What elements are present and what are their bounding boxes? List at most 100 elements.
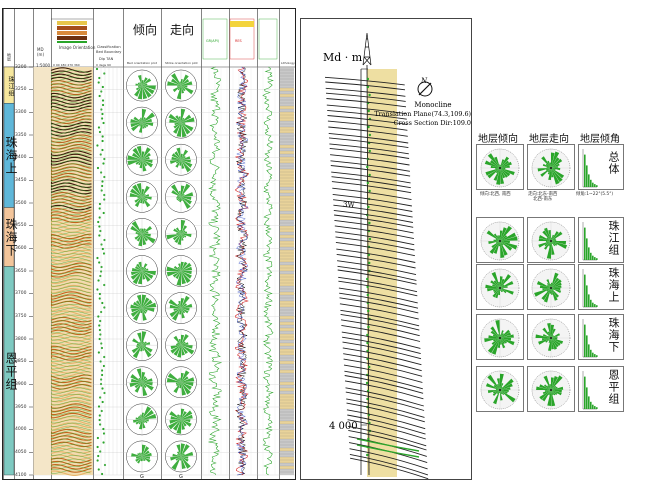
rose-petal (173, 335, 181, 346)
compass-needle (418, 82, 432, 96)
rose-petal (500, 159, 505, 168)
rose-petal (181, 271, 192, 275)
rose-petal (490, 160, 500, 168)
rose-petal (134, 233, 142, 240)
lithology-band (280, 442, 294, 445)
bedding-line (333, 199, 413, 212)
dip-tadpole (99, 333, 102, 336)
rose-petal (130, 374, 142, 383)
rose-petal (166, 271, 181, 277)
lithology-band (280, 247, 294, 250)
rose-petal (139, 159, 142, 169)
bedding-line (340, 313, 420, 331)
rose-petal (133, 116, 142, 123)
rose-petal (551, 277, 560, 288)
rose-petal (500, 330, 504, 338)
rose-petal (181, 85, 188, 88)
rose-petal (551, 333, 560, 338)
lithology-band (280, 397, 294, 400)
rose-petal (132, 184, 142, 197)
image-sinusoid (50, 470, 92, 476)
bed-boundary-trace (51, 444, 91, 449)
rose-petal (142, 413, 157, 420)
dip-tadpole (99, 229, 102, 233)
lithology-band (280, 427, 294, 430)
rose-petal (551, 163, 560, 168)
dip-tadpole (101, 99, 105, 102)
image-sinusoid (50, 438, 92, 444)
lithology-band (280, 274, 294, 277)
rose-petal (136, 183, 142, 197)
bed-boundary-trace (51, 311, 91, 316)
lithology-band (280, 211, 294, 214)
rose-petal (142, 308, 147, 314)
lithology-band (280, 328, 294, 331)
lithology-band (280, 322, 294, 325)
rose-petal (496, 390, 500, 394)
bed-boundary-trace (51, 235, 91, 240)
rose-petal (181, 303, 193, 309)
rose-petal (551, 375, 563, 390)
bedding-line (345, 387, 424, 407)
bedding-line (331, 181, 412, 194)
image-sinusoid (50, 192, 92, 198)
rose-petal (175, 115, 181, 123)
rose-petal (181, 149, 189, 160)
rose-petal (142, 226, 152, 234)
bed-boundary-trace (51, 321, 91, 327)
rose-petal (551, 279, 562, 288)
dip-rose-cell (476, 366, 524, 412)
lithology-band (280, 400, 294, 403)
bed-boundary-trace (51, 379, 91, 384)
rose-petal (181, 456, 186, 469)
bed-boundary-trace (51, 163, 91, 168)
bed-boundary-trace (51, 174, 91, 179)
bed-boundary-trace (51, 451, 91, 456)
rose-petal (488, 241, 500, 244)
rose-petal (134, 382, 142, 393)
bed-boundary-trace (51, 383, 91, 388)
rose-petal (181, 419, 186, 430)
image-sinusoid (50, 387, 92, 393)
rose-petal (551, 151, 560, 168)
lithology-band (280, 391, 294, 394)
dip-rose-diagram (480, 148, 520, 188)
dip-tadpole (102, 432, 106, 435)
rose-petal (178, 190, 181, 197)
depth-label: 3500 (15, 200, 27, 206)
rose-petal (492, 284, 500, 288)
rose-petal (487, 288, 500, 292)
dip-tadpole (98, 76, 101, 80)
rose-petal (551, 338, 559, 348)
bed-boundary-trace (51, 390, 91, 395)
image-sinusoid (50, 416, 92, 422)
lithology-band (280, 208, 294, 211)
bedding-line (347, 419, 426, 440)
rose-petal (546, 241, 551, 259)
rose-petal (536, 281, 551, 288)
rose-petal (173, 265, 181, 271)
image-legend-swatch (57, 36, 87, 40)
rose-petal (169, 308, 181, 318)
lithology-band (280, 472, 294, 475)
rose-center (499, 337, 501, 339)
rose-petal (546, 288, 551, 292)
rose-petal (544, 227, 551, 241)
rose-petal (493, 241, 500, 254)
rose-petal (551, 338, 558, 340)
rose-petal (136, 368, 142, 383)
rose-petal (142, 228, 144, 234)
rose-petal (177, 378, 181, 383)
rose-petal (142, 189, 145, 197)
bed-boundary-trace (51, 267, 91, 273)
rose-petal (176, 196, 181, 199)
rose-petal (135, 456, 142, 462)
dip-tadpole (97, 279, 100, 282)
bedding-line (343, 364, 423, 383)
dip-tadpole (98, 207, 101, 210)
rose-petal (136, 145, 142, 160)
bedding-line (331, 171, 411, 184)
dip-tadpole (102, 441, 105, 444)
rose-petal (135, 159, 142, 165)
image-sinusoid (50, 70, 92, 76)
